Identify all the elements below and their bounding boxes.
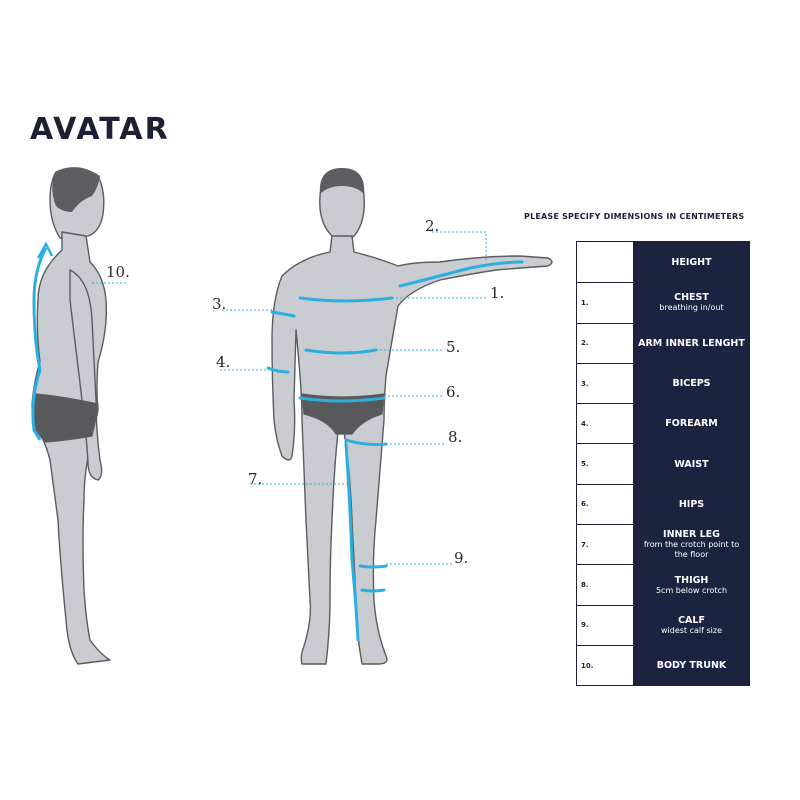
callout-3: 3. [212,295,227,313]
leaders [220,231,488,565]
row-number-cell[interactable]: 7. [577,525,634,565]
row-label: THIGH [674,574,709,586]
row-label-cell: HIPS [634,484,749,525]
front-hair [319,168,365,194]
body-trunk-arrow [36,241,54,259]
callout-7: 7. [248,470,263,488]
callout-8: 8. [448,428,463,446]
callout-9: 9. [454,549,469,567]
side-shorts [31,393,99,443]
row-label: FOREARM [665,418,718,430]
callout-5: 5. [446,338,461,356]
forearm-measure [266,366,290,374]
table-row: 10. BODY TRUNK [577,644,749,686]
row-note: breathing in/out [659,303,724,313]
row-label-cell: BODY TRUNK [634,645,749,686]
table-row: 6. HIPS [577,483,749,525]
table-row: HEIGHT [577,242,749,283]
row-label: BICEPS [672,378,711,390]
callout-4: 4. [216,353,231,371]
thigh-measure [344,438,388,446]
inner-leg-measure [344,442,360,642]
row-number-cell[interactable]: 10. [577,645,634,686]
biceps-measure [270,310,296,318]
callout-6: 6. [446,383,461,401]
row-label: HEIGHT [671,256,712,268]
calf-lower-measure [360,588,386,593]
row-label-cell: HEIGHT [634,242,749,283]
row-label: ARM INNER LENGHT [638,337,745,349]
table-row: 5. WAIST [577,443,749,484]
side-hair [52,167,100,212]
callout-2: 2. [425,217,440,235]
table-row: 3. BICEPS [577,362,749,404]
row-label-cell: FOREARM [634,404,749,444]
row-label: WAIST [674,458,709,470]
table-row: 2. ARM INNER LENGHT [577,322,749,363]
row-number-cell[interactable] [577,242,634,283]
row-number-cell[interactable]: 1. [577,283,634,323]
callout-1: 1. [490,284,505,302]
row-number-cell[interactable]: 6. [577,484,634,525]
front-measures [266,260,524,642]
row-label: INNER LEG [663,529,720,541]
arm-inner-measure [398,260,524,288]
table-title: PLEASE SPECIFY DIMENSIONS IN CENTIMETERS [524,212,745,221]
table-row: 4. FOREARM [577,403,749,444]
row-note: from the crotch point to the floor [643,540,740,560]
row-label: CALF [678,614,705,626]
waist-measure [304,348,378,355]
row-label: BODY TRUNK [656,660,727,672]
row-label-cell: BICEPS [634,363,749,404]
row-number-cell[interactable]: 4. [577,404,634,444]
hips-measure [298,396,386,403]
row-number-cell[interactable]: 2. [577,323,634,363]
row-number-cell[interactable]: 3. [577,363,634,404]
row-label-cell: ARM INNER LENGHT [634,323,749,363]
row-note: widest calf size [660,625,722,635]
row-number-cell[interactable]: 5. [577,444,634,484]
chest-measure [298,296,394,303]
front-shorts [301,393,385,435]
row-number-cell[interactable]: 9. [577,605,634,645]
callout-10: 10. [106,263,130,281]
avatar-logo: AVATAR [30,112,170,147]
calf-measure [358,564,388,569]
row-label: CHEST [674,292,709,304]
row-label: HIPS [678,498,705,510]
body-trunk-measure [31,247,48,441]
row-number-cell[interactable]: 8. [577,565,634,605]
row-note: 5cm below crotch [655,585,728,595]
row-label-cell: WAIST [634,444,749,484]
